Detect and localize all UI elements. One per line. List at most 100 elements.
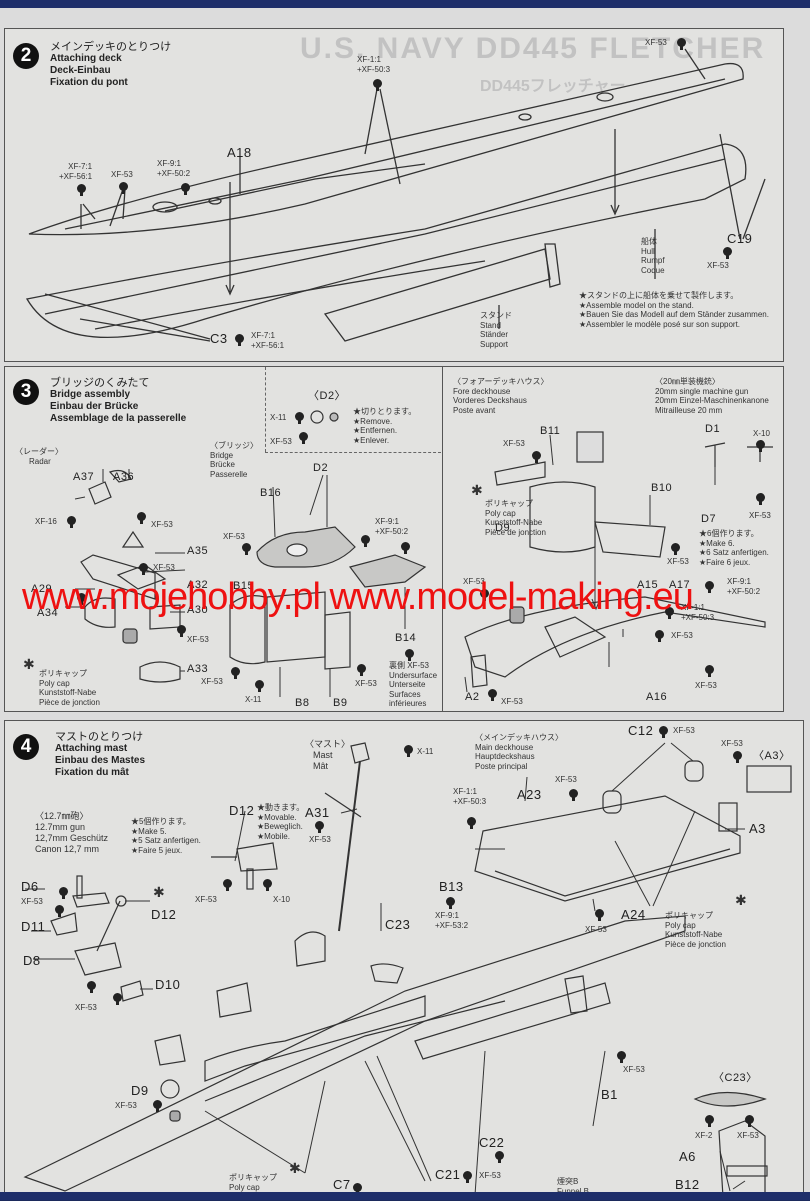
paint-x11: X-11 (270, 413, 287, 422)
make-six-note: ★6個作ります。 ★Make 6. ★6 Satz anfertigen. ★F… (699, 529, 769, 567)
a3-inset-title: 〈A3〉 (753, 750, 791, 762)
part-label-b12: B12 (675, 1177, 700, 1192)
polycap-jp: ポリキャップ (665, 911, 713, 920)
part-label-d10: D10 (155, 977, 181, 992)
polycap-de: Kunststoff-Nabe (39, 688, 97, 697)
paint-xf53-a30: XF-53 (187, 635, 209, 644)
step-4-paper (4, 720, 804, 1200)
polycap-en: Poly cap (39, 678, 70, 688)
part-label-b15: B15 (233, 580, 255, 592)
paint-xf1-xf50: XF-1:1 +XF-50:3 (453, 787, 486, 806)
step-3-title: ブリッジのくみたて Bridge assembly Einbau der Brü… (50, 377, 186, 425)
hull-en: Hull (641, 246, 655, 256)
part-label-a30: A30 (187, 604, 209, 616)
paint-drop-icon (299, 432, 308, 444)
paint-drop-icon (705, 581, 714, 593)
polycap-icon: ✱ (735, 892, 747, 908)
paint-xf53-a24: XF-53 (585, 925, 607, 934)
fore-fr: Poste avant (453, 405, 496, 415)
paint-xf53-d8: XF-53 (75, 1003, 97, 1012)
paint-line: XF-9:1 (157, 159, 182, 168)
main-deckhouse-heading: 〈メインデッキハウス〉 Main deckhouse Hauptdeckshau… (475, 733, 563, 771)
note-fr: ★Faire 5 jeux. (131, 845, 183, 855)
paint-drop-icon (495, 1151, 504, 1163)
radar-heading: 〈レーダー〉 Radar (15, 447, 63, 466)
paint-xf53-d9: XF-53 (463, 577, 485, 586)
note-de: ★6 Satz anfertigen. (699, 548, 769, 557)
part-label-d1: D1 (705, 423, 721, 435)
part-label-d11: D11 (21, 919, 46, 934)
polycap-en: Poly cap (665, 920, 696, 930)
title-jp: ブリッジのくみたて (50, 377, 150, 389)
bridge-drawing (65, 410, 773, 697)
part-label-b14: B14 (395, 632, 417, 644)
note-de: ★5 Satz anfertigen. (131, 836, 201, 845)
polycap-jp: ポリキャップ (229, 1173, 277, 1182)
part-label-b13: B13 (439, 879, 464, 894)
paint-line: XF-9:1 (435, 911, 460, 920)
polycap-icon: ✱ (153, 884, 165, 900)
note-de: ★Bauen Sie das Modell auf dem Ständer zu… (579, 310, 769, 319)
paint-xf2: XF-2 (695, 1131, 713, 1140)
paint-drop-icon (705, 1115, 714, 1127)
part-label-b16: B16 (260, 487, 282, 499)
c23-inset-title: 〈C23〉 (713, 1072, 758, 1084)
paint-xf53-b1: XF-53 (623, 1065, 645, 1074)
paint-xf53-a3: XF-53 (721, 739, 743, 748)
part-label-c12: C12 (628, 723, 654, 738)
bridge-jp: 〈ブリッジ〉 (210, 441, 258, 450)
title-de: Einbau des Mastes (55, 755, 146, 766)
part-label-a24: A24 (621, 907, 646, 922)
paint-drop-icon (87, 981, 96, 993)
part-label-a34: A34 (37, 607, 59, 619)
mast-fr: Mât (313, 761, 329, 771)
paint-xf53-a23: XF-53 (555, 775, 577, 784)
part-label-a17: A17 (669, 579, 691, 591)
paint-xf53-b16: XF-53 (223, 532, 245, 541)
fore-polycap-label: ポリキャップ Poly cap Kunststoff-Nabe Pièce de… (485, 499, 546, 537)
paint-drop-icon (255, 680, 264, 692)
note-en: ★Assemble model on the stand. (579, 300, 694, 310)
paint-xf9-xf50: XF-9:1 +XF-50:2 (727, 577, 760, 596)
gun-fr: Canon 12,7 mm (35, 844, 100, 854)
part-label-c19: C19 (727, 231, 753, 246)
note-de: ★Entfernen. (353, 426, 398, 435)
title-en: Bridge assembly (50, 389, 131, 400)
note-en: ★Movable. (257, 812, 297, 822)
polycap-jp: ポリキャップ (39, 669, 87, 678)
paint-drop-icon (77, 593, 86, 605)
bottom-frame-bar (0, 1192, 810, 1200)
paint-xf53-stern: XF-53 (645, 38, 667, 47)
bridge-en: Bridge (210, 450, 234, 460)
paint-xf53-a16: XF-53 (695, 681, 717, 690)
paint-line: XF-9:1 (727, 577, 752, 586)
paint-drop-icon (665, 607, 674, 619)
note-fr: ★Mobile. (257, 831, 290, 841)
part-label-c23: C23 (385, 917, 411, 932)
title-jp: メインデッキのとりつけ (50, 41, 172, 53)
part-label-b10: B10 (651, 482, 673, 494)
paint-drop-icon (231, 667, 240, 679)
fore-jp: 〈フォアーデッキハウス〉 (453, 377, 549, 386)
make-five-note: ★5個作ります。 ★Make 5. ★5 Satz anfertigen. ★F… (131, 817, 201, 855)
paint-line: +XF-50:3 (357, 64, 391, 74)
note-fr: ★Faire 6 jeux. (699, 557, 751, 567)
paint-drop-icon (235, 334, 244, 346)
step-number-badge: 2 (13, 43, 39, 69)
stand-label: スタンド Stand Ständer Support (480, 311, 512, 349)
part-label-a2: A2 (465, 691, 480, 703)
paint-line: XF-7:1 (68, 162, 93, 171)
deckhouse-en: Main deckhouse (475, 742, 534, 752)
part-label-d9: D9 (495, 522, 511, 534)
paint-xf1-xf50: XF-1:1 +XF-50:3 (357, 55, 390, 74)
polycap-icon: ✱ (23, 656, 35, 672)
part-label-a36: A36 (113, 471, 135, 483)
step-2-panel: 2 メインデッキのとりつけ Attaching deck Deck-Einbau… (4, 28, 784, 362)
paint-drop-icon (659, 726, 668, 738)
paint-line: +XF-56:1 (59, 171, 93, 181)
part-label-a16: A16 (646, 691, 668, 703)
fore-de: Vorderes Deckshaus (453, 396, 527, 405)
mg-fr: Mitrailleuse 20 mm (655, 405, 723, 415)
part-label-b9: B9 (333, 697, 348, 709)
note-jp: ★5個作ります。 (131, 817, 191, 826)
